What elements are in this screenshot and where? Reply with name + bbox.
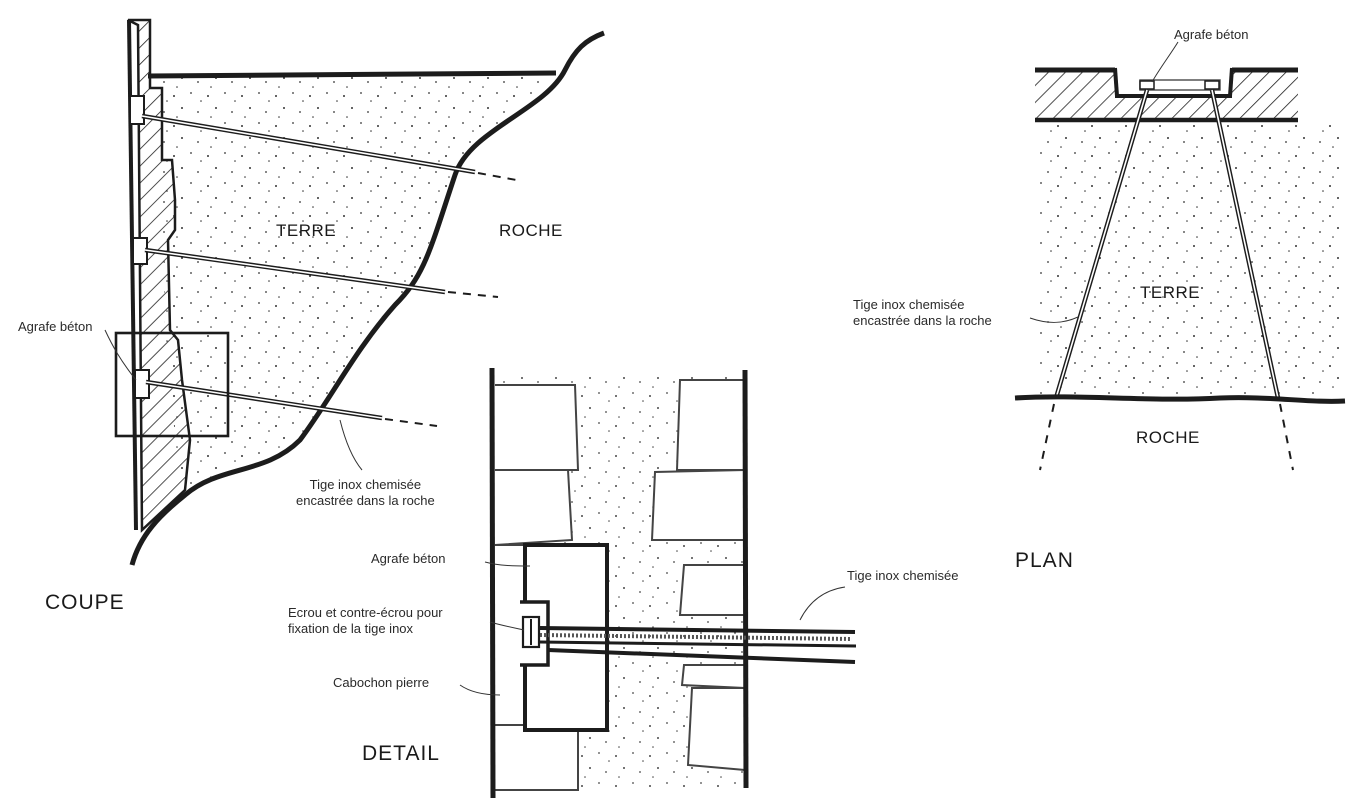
coupe-top-edge xyxy=(147,70,557,79)
plan-roche-label: ROCHE xyxy=(1136,428,1200,447)
detail-left-face xyxy=(489,367,496,799)
coupe-agrafe-leader xyxy=(104,329,137,381)
plan-view xyxy=(1014,41,1346,471)
coupe-view xyxy=(104,18,605,566)
coupe-wall xyxy=(127,18,192,533)
coupe-rod xyxy=(145,379,438,427)
detail-cabochon-leader xyxy=(459,684,501,696)
coupe-agrafe-block xyxy=(129,95,145,125)
plan-agrafe-nut xyxy=(1204,80,1220,90)
plan-wall-inner xyxy=(1113,67,1119,97)
detail-ecrou-leader xyxy=(489,621,525,631)
coupe-roche-label: ROCHE xyxy=(499,221,563,240)
coupe-rock-boundary xyxy=(129,30,605,566)
plan-agrafe-label: Agrafe béton xyxy=(1174,27,1249,42)
plan-rod xyxy=(1039,89,1150,471)
coupe-detail-frame xyxy=(114,331,230,438)
plan-title: PLAN xyxy=(1015,549,1074,572)
plan-tige-label: Tige inox chemisée encastrée dans la roc… xyxy=(853,297,992,328)
coupe-tige-leader xyxy=(339,419,363,471)
detail-title: DETAIL xyxy=(362,742,440,765)
plan-wall-inner xyxy=(1228,67,1234,97)
plan-rock-boundary xyxy=(1014,394,1346,404)
plan-tige-leader xyxy=(1029,316,1079,323)
detail-right-face xyxy=(742,369,749,789)
coupe-title: COUPE xyxy=(45,591,125,614)
detail-rod xyxy=(539,626,857,664)
detail-agrafe-label: Agrafe béton xyxy=(371,551,446,566)
plan-terre-label: TERRE xyxy=(1140,283,1201,302)
detail-ecrou-label: Ecrou et contre-écrou pour fixation de l… xyxy=(288,605,443,636)
plan-soil-area xyxy=(1035,125,1340,395)
coupe-terre-label: TERRE xyxy=(276,221,337,240)
plan-agrafe-nut xyxy=(1139,80,1155,90)
plan-agrafe-leader xyxy=(1151,41,1179,83)
detail-tige-leader xyxy=(799,586,846,621)
detail-view xyxy=(459,367,857,799)
coupe-rod xyxy=(141,113,523,182)
coupe-rod xyxy=(144,247,499,298)
coupe-tige-label: Tige inox chemisée encastrée dans la roc… xyxy=(296,477,435,508)
detail-right-stones xyxy=(650,379,746,771)
plan-rod xyxy=(1209,89,1294,471)
detail-tige-label: Tige inox chemisée xyxy=(847,568,959,583)
detail-cabochon-label: Cabochon pierre xyxy=(333,675,430,690)
detail-agrafe-leader xyxy=(484,561,531,567)
coupe-agrafe-label: Agrafe béton xyxy=(18,319,93,334)
